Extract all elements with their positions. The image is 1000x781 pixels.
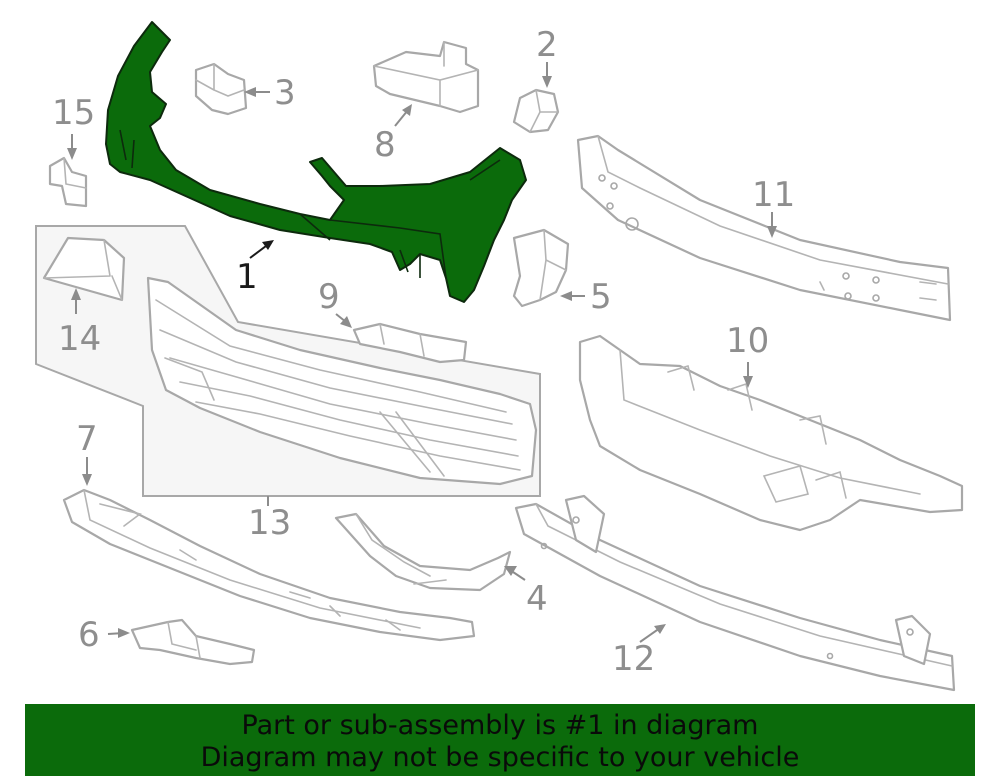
part-14-fog-lamp-bezel[interactable] xyxy=(42,236,126,302)
part-2-clip[interactable] xyxy=(512,88,560,134)
callout-5[interactable]: 5 xyxy=(590,277,612,317)
callout-7[interactable]: 7 xyxy=(76,419,98,459)
part-3-clip[interactable] xyxy=(194,62,248,116)
part-8-bracket[interactable] xyxy=(372,40,480,114)
callout-2[interactable]: 2 xyxy=(536,25,558,65)
callout-1[interactable]: 1 xyxy=(236,257,258,297)
part-6-bracket[interactable] xyxy=(130,618,256,666)
part-9-bracket[interactable] xyxy=(352,322,468,364)
callout-9[interactable]: 9 xyxy=(318,277,340,317)
part-5-bracket[interactable] xyxy=(512,228,570,308)
callout-8[interactable]: 8 xyxy=(374,125,396,165)
callout-labels: 1 2 3 4 5 6 7 8 9 10 11 12 13 14 15 xyxy=(52,25,795,679)
part-15-bracket[interactable] xyxy=(48,156,88,208)
leader-lines xyxy=(67,62,777,643)
info-banner: Part or sub-assembly is #1 in diagram Di… xyxy=(25,704,975,776)
callout-10[interactable]: 10 xyxy=(726,321,769,361)
callout-12[interactable]: 12 xyxy=(612,639,655,679)
part-4-trim[interactable] xyxy=(334,512,512,592)
banner-line-1: Part or sub-assembly is #1 in diagram xyxy=(241,710,759,741)
part-13-lower-grille[interactable] xyxy=(146,276,538,486)
callout-11[interactable]: 11 xyxy=(752,175,795,215)
part-7-lower-valance[interactable] xyxy=(62,488,476,642)
callout-4[interactable]: 4 xyxy=(526,579,548,619)
part-11-reinforcement[interactable] xyxy=(576,134,952,322)
callout-15[interactable]: 15 xyxy=(52,93,95,133)
callout-13[interactable]: 13 xyxy=(248,503,291,543)
callout-6[interactable]: 6 xyxy=(78,615,100,655)
part-1-bumper-cover[interactable] xyxy=(105,21,527,303)
banner-line-2: Diagram may not be specific to your vehi… xyxy=(200,742,800,773)
callout-3[interactable]: 3 xyxy=(274,73,296,113)
part-10-absorber[interactable] xyxy=(578,334,964,532)
callout-14[interactable]: 14 xyxy=(58,319,101,359)
part-12-impact-bar[interactable] xyxy=(514,494,956,692)
